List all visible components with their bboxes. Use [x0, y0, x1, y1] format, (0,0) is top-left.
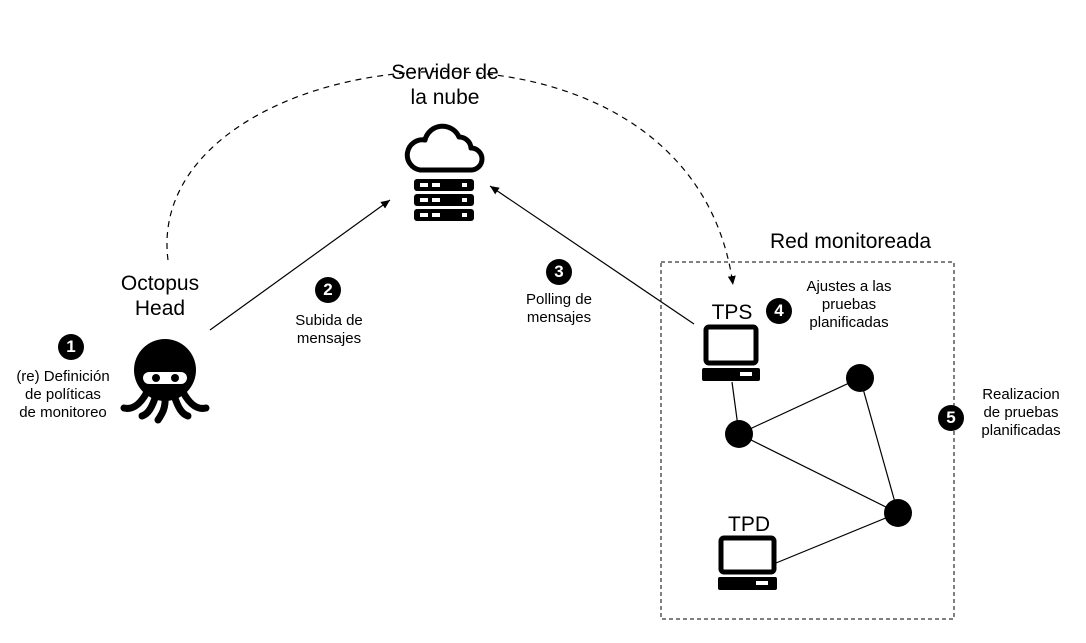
- step-1-label: (re) Definición de políticas de monitore…: [16, 368, 110, 421]
- step-5-badge: 5: [938, 405, 964, 431]
- step-2-label: Subida de mensajes: [295, 312, 363, 347]
- network-node: [846, 364, 874, 392]
- link-node1-node2: [738, 377, 861, 435]
- tpd-label: TPD: [728, 513, 770, 536]
- tpd-computer-icon: [718, 535, 777, 590]
- monitored-network-label: Red monitoreada: [770, 230, 932, 253]
- step-2-badge: 2: [315, 277, 341, 303]
- upload-arrow: [209, 199, 391, 331]
- step-1-badge: 1: [58, 334, 84, 360]
- link-node2-node3: [859, 377, 899, 514]
- step-3-label: Polling de mensajes: [526, 291, 592, 326]
- octopus-head-label: Octopus Head: [120, 272, 200, 321]
- step-5-label: Realizacion de pruebas planificadas: [981, 386, 1061, 439]
- step-4-label: Ajustes a las pruebas planificadas: [806, 278, 892, 331]
- step-3-badge: 3: [546, 259, 572, 285]
- cloud-server-label: Servidor de la nube: [391, 61, 499, 110]
- polling-arrow: [489, 185, 695, 325]
- step-4-badge: 4: [766, 298, 792, 324]
- cloud-server-icon: [404, 123, 485, 221]
- link-node3-tpd: [775, 512, 899, 564]
- octopus-icon: [120, 339, 210, 424]
- network-node: [884, 499, 912, 527]
- tps-label: TPS: [711, 301, 753, 324]
- tps-computer-icon: [702, 324, 760, 381]
- link-node1-node3: [738, 433, 899, 514]
- dashed-arc-connector: [166, 70, 736, 286]
- network-node: [725, 420, 753, 448]
- monitored-network-box: [660, 261, 955, 620]
